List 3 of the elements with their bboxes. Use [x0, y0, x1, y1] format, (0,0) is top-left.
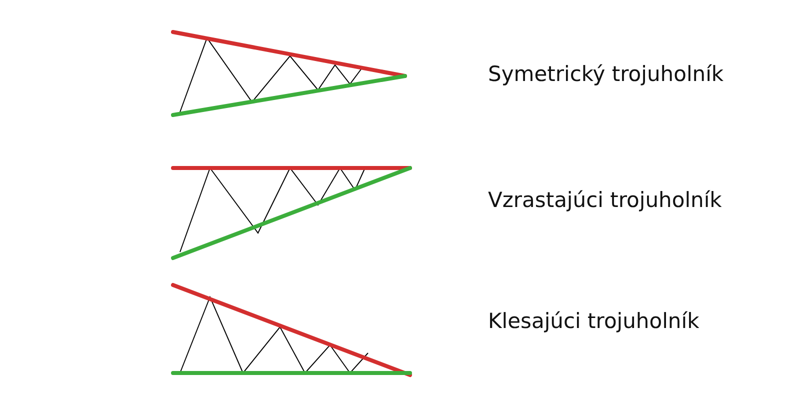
pattern-name: Vzrastajúci trojuholník — [488, 188, 722, 212]
pattern-name: Klesajúci trojuholník — [488, 309, 700, 333]
pattern-name: Symetrický trojuholník — [488, 62, 724, 86]
